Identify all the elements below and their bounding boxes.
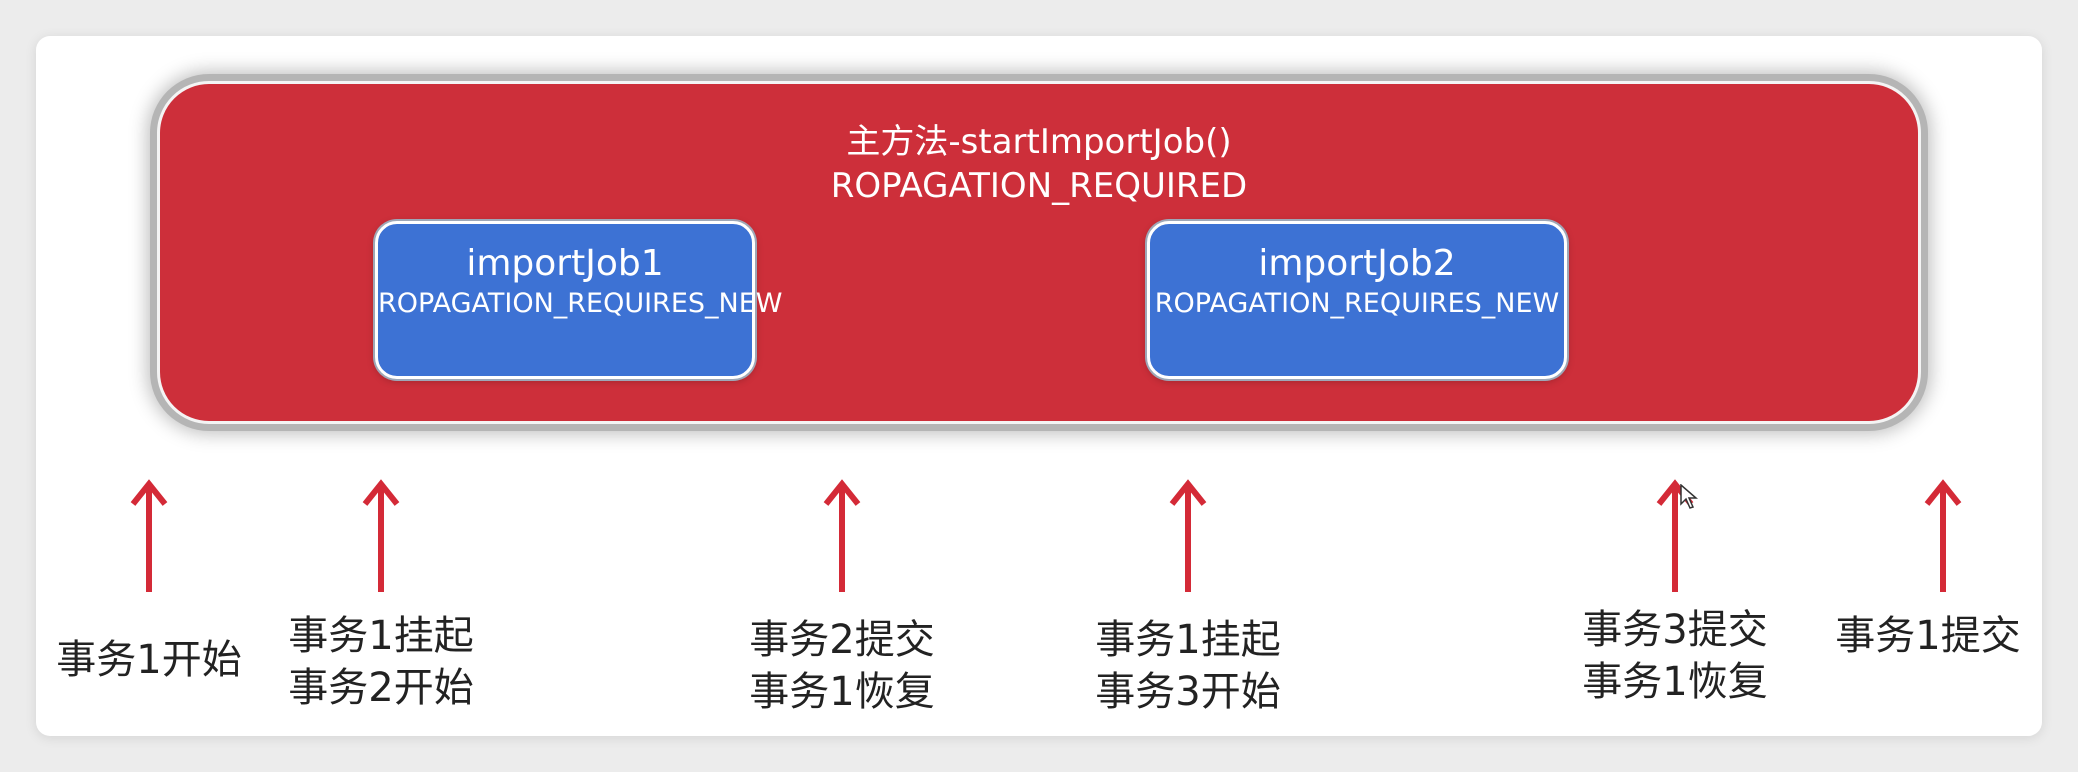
main-method-title-block: 主方法-startImportJob() ROPAGATION_REQUIRED <box>160 120 1918 208</box>
event-label: 事务1挂起 事务3开始 <box>1058 614 1318 718</box>
up-arrow-icon <box>362 479 400 592</box>
event-label-line: 事务1开始 <box>56 637 242 683</box>
import-job1-box: importJob1 ROPAGATION_REQUIRES_NEW <box>375 221 783 379</box>
main-method-title: 主方法-startImportJob() <box>846 122 1232 162</box>
event-label-line: 事务1挂起 <box>288 613 474 659</box>
up-arrow-icon <box>1924 479 1962 592</box>
event-label: 事务2提交 事务1恢复 <box>712 614 972 718</box>
import-job2-propagation: ROPAGATION_REQUIRES_NEW <box>1154 288 1560 319</box>
event-label-line: 事务1恢复 <box>1582 659 1768 705</box>
import-job2-name: importJob2 <box>1258 243 1456 284</box>
event-label-line: 事务2开始 <box>288 665 474 711</box>
import-job1-name: importJob1 <box>466 243 664 284</box>
mouse-cursor-icon <box>1680 484 1698 509</box>
up-arrow-icon <box>823 479 861 592</box>
event-label-line: 事务2提交 <box>749 617 935 663</box>
main-method-propagation: ROPAGATION_REQUIRED <box>830 166 1248 206</box>
event-label-line: 事务1恢复 <box>749 669 935 715</box>
event-label: 事务1开始 <box>19 634 279 686</box>
event-label-line: 事务1挂起 <box>1095 617 1281 663</box>
import-job2-box: importJob2 ROPAGATION_REQUIRES_NEW <box>1147 221 1567 379</box>
up-arrow-icon <box>130 479 168 592</box>
import-job1-propagation: ROPAGATION_REQUIRES_NEW <box>378 288 783 319</box>
event-label: 事务1挂起 事务2开始 <box>251 610 511 714</box>
up-arrow-icon <box>1169 479 1207 592</box>
event-label: 事务3提交 事务1恢复 <box>1545 604 1805 708</box>
event-label-line: 事务1提交 <box>1835 613 2021 659</box>
event-label-line: 事务3提交 <box>1582 607 1768 653</box>
main-method-box: 主方法-startImportJob() ROPAGATION_REQUIRED… <box>157 81 1921 424</box>
event-label-line: 事务3开始 <box>1095 669 1281 715</box>
event-label: 事务1提交 <box>1798 610 2058 662</box>
